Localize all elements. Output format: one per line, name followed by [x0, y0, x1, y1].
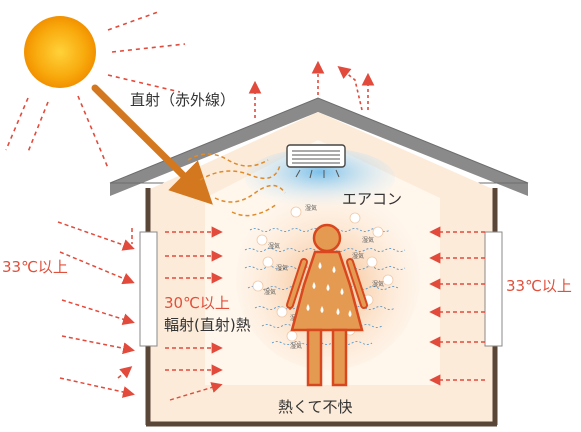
vapor-bubbles	[252, 206, 394, 342]
vapor-label: 湿気	[362, 236, 374, 244]
outside-heat-arrows-left	[57, 221, 135, 398]
sun-rays	[5, 11, 186, 169]
vapor-label: 湿気	[264, 288, 276, 296]
roof-heat-lines	[187, 153, 286, 217]
uncomfortable-label: 熱くて不快	[278, 398, 353, 416]
vapor-label: 湿気	[290, 342, 302, 350]
left-window	[139, 231, 158, 347]
sun	[24, 16, 96, 88]
outside-temp-label-right: 33℃以上	[506, 277, 572, 295]
aircon-label: エアコン	[342, 190, 402, 208]
floor-heat-arrows	[169, 382, 223, 401]
vapor-label: 湿気	[268, 242, 280, 250]
vapor-label: 湿気	[276, 264, 288, 272]
vapor-label: 湿気	[372, 280, 384, 288]
inside-heat-arrows-left	[165, 226, 223, 376]
vapor-label: 湿気	[305, 204, 317, 212]
person-icon	[286, 223, 368, 387]
air-conditioner-icon	[286, 144, 346, 179]
direct-ray-arrow	[91, 84, 213, 205]
direct-sun-label: 直射（赤外線）	[130, 91, 235, 109]
outside-temp-label-left: 33℃以上	[2, 258, 68, 276]
inside-heat-arrows-right	[429, 226, 485, 386]
radiant-heat-label: 輻射(直射)熱	[164, 316, 251, 334]
roof-escape-arrows	[248, 60, 375, 118]
vapor-label: 湿気	[352, 252, 364, 260]
right-window	[484, 231, 503, 347]
inner-temp-label: 30℃以上	[164, 294, 230, 312]
